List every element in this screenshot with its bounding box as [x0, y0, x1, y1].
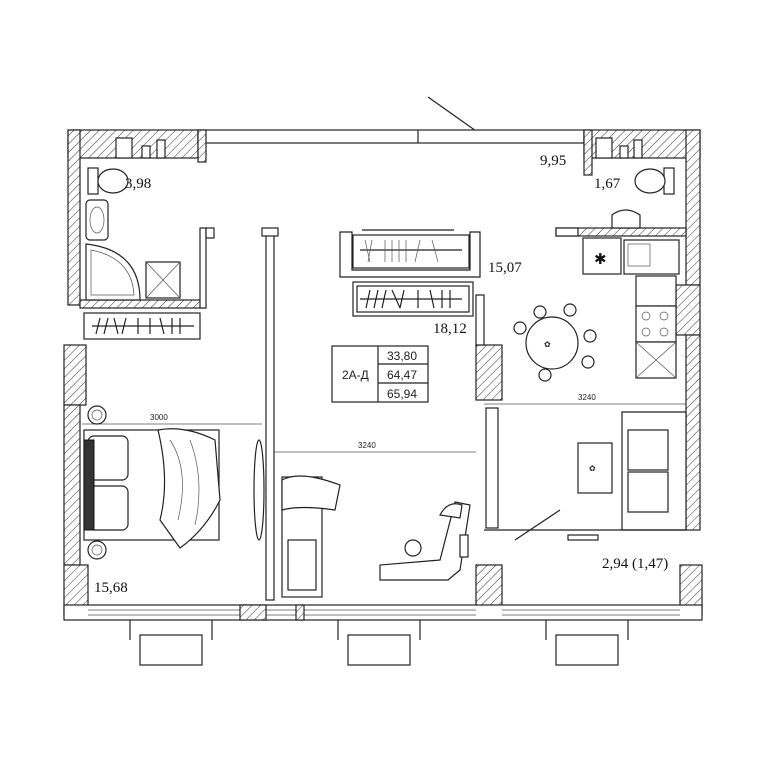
wardrobe-bedroom: [83, 312, 201, 340]
toilet-icon: [87, 167, 99, 195]
coffee-table-icon: [577, 442, 613, 494]
area-table: 2А-Д 33,80 64,47 65,94: [331, 345, 429, 403]
mirror-icon: [253, 439, 265, 541]
area-bedroom: 15,68: [94, 580, 128, 596]
area-living-room: 15,07: [488, 260, 522, 276]
area-kitchen: 18,12: [433, 321, 467, 337]
area-hallway: 9,95: [540, 153, 566, 169]
dimension-kitchen: 3240: [578, 393, 596, 402]
bathroom: [79, 167, 215, 309]
kitchen: ✱ ✿ ✿: [484, 167, 687, 541]
sink-icon-2: [611, 209, 641, 229]
apartment-type: 2А-Д: [342, 368, 369, 382]
area-toilet: 1,67: [594, 176, 621, 192]
window-bay-1: [139, 634, 203, 666]
area-balcony: 2,94 (1,47): [602, 556, 668, 572]
svg-text:✿: ✿: [544, 340, 551, 349]
sink-icon: [85, 199, 109, 241]
living-furniture: [274, 451, 476, 598]
chair-icon: [404, 539, 422, 557]
window-bay-2: [347, 634, 411, 666]
wardrobe-hallway: [339, 229, 481, 278]
corner-bathtub-icon: [85, 243, 141, 301]
bedroom-furniture: [82, 405, 265, 560]
stove-icon: [582, 237, 622, 275]
svg-text:✿: ✿: [589, 464, 596, 473]
window-bay-3: [555, 634, 619, 666]
area-bathroom: 3,98: [125, 176, 151, 192]
desk-icon: [379, 501, 471, 581]
svg-text:✱: ✱: [594, 252, 607, 268]
kitchen-sink-icon: [623, 239, 680, 275]
area-living-total: 33,80: [387, 349, 417, 363]
nightstand-lamp-icon: [87, 540, 107, 560]
outer-walls: [63, 129, 703, 616]
dining-table-icon: [525, 316, 579, 370]
area-total-with-balcony: 65,94: [387, 387, 417, 401]
tv-unit-icon: [485, 407, 499, 529]
dimension-living: 3240: [358, 441, 376, 450]
cooktop-icon: [635, 305, 677, 343]
cabinet-icon: [635, 275, 677, 307]
bottom-wall-windows: [63, 604, 703, 666]
nightstand-lamp-icon: [87, 405, 107, 425]
wardrobe-living: [352, 281, 474, 317]
partition-wall: [265, 229, 275, 601]
dimension-bedroom: 3000: [150, 413, 168, 422]
area-total: 64,47: [387, 368, 417, 382]
